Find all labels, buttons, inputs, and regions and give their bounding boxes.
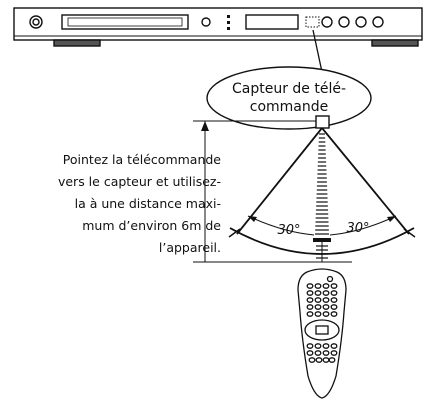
remote-button-icon [322, 304, 330, 310]
eject-button-icon [201, 17, 211, 27]
instruction-text: Pointez la télécommande vers le capteur … [58, 152, 221, 255]
instruction-line-4: mum d’environ 6m de [82, 218, 221, 233]
remote-ok-button [315, 325, 329, 335]
player-foot-right [371, 39, 419, 47]
control-button-icon [372, 16, 384, 28]
beam-cone [228, 127, 416, 255]
remote-button-icon [314, 311, 322, 317]
instruction-line-1: Pointez la télécommande [63, 152, 222, 167]
dvd-player [13, 7, 423, 47]
remote-button-icon [314, 297, 322, 303]
remote-button-icon [330, 311, 338, 317]
instruction-line-3: la à une distance maxi- [75, 196, 221, 211]
ir-sensor-window [305, 16, 320, 28]
remote-button-icon [322, 297, 330, 303]
remote-button-icon [314, 304, 322, 310]
remote-button-icon [330, 283, 338, 289]
remote-button-icon [328, 357, 336, 363]
remote-button-icon [322, 283, 330, 289]
remote-button-icon [314, 290, 322, 296]
remote-button-icon [306, 297, 314, 303]
remote-button-icon [322, 290, 330, 296]
remote-button-icon [322, 311, 330, 317]
callout-bubble [206, 66, 372, 130]
beam-center-axis [315, 133, 329, 259]
remote-button-icon [306, 290, 314, 296]
remote-nav-ring-icon [304, 319, 340, 341]
beam-left-edge [236, 127, 323, 235]
control-button-icon [321, 16, 333, 28]
beam-right-edge [321, 127, 410, 235]
control-button-icon [338, 16, 350, 28]
callout-line-1: Capteur de télé- [232, 81, 346, 97]
disc-tray [61, 14, 189, 30]
angle-label-right: 30° [346, 221, 369, 236]
player-body [13, 7, 423, 41]
callout-pointer [312, 29, 323, 73]
remote-button-icon [314, 283, 322, 289]
display-window [245, 14, 299, 30]
remote-button-icon [330, 343, 338, 349]
remote-button-icon [315, 357, 323, 363]
sensor-box [315, 115, 330, 129]
remote-button-icon [322, 357, 330, 363]
instruction-line-2: vers le capteur et utilisez- [58, 174, 221, 189]
remote-button-icon [306, 343, 314, 349]
sensor-callout: Capteur de télé- commande [206, 29, 372, 130]
control-button-icon [355, 16, 367, 28]
instruction-line-5: l’appareil. [159, 240, 221, 255]
remote-control [297, 268, 347, 399]
remote-button-icon [306, 311, 314, 317]
remote-button-icon [308, 357, 316, 363]
distance-dimension [193, 120, 352, 263]
remote-button-icon [322, 350, 330, 356]
indicator-dots [227, 15, 230, 30]
remote-button-icon [306, 350, 314, 356]
angle-label-left: 30° [277, 223, 300, 238]
power-button-icon [29, 15, 43, 29]
remote-button-icon [322, 343, 330, 349]
remote-buttons [306, 283, 338, 363]
remote-button-icon [306, 304, 314, 310]
remote-button-icon [314, 343, 322, 349]
remote-button-icon [330, 304, 338, 310]
remote-button-icon [330, 350, 338, 356]
remote-button-icon [306, 283, 314, 289]
remote-button-icon [330, 297, 338, 303]
player-foot-left [53, 39, 101, 47]
remote-ir-emitter-icon [326, 275, 334, 283]
remote-button-icon [314, 350, 322, 356]
remote-button-icon [330, 290, 338, 296]
callout-line-2: commande [250, 99, 329, 115]
